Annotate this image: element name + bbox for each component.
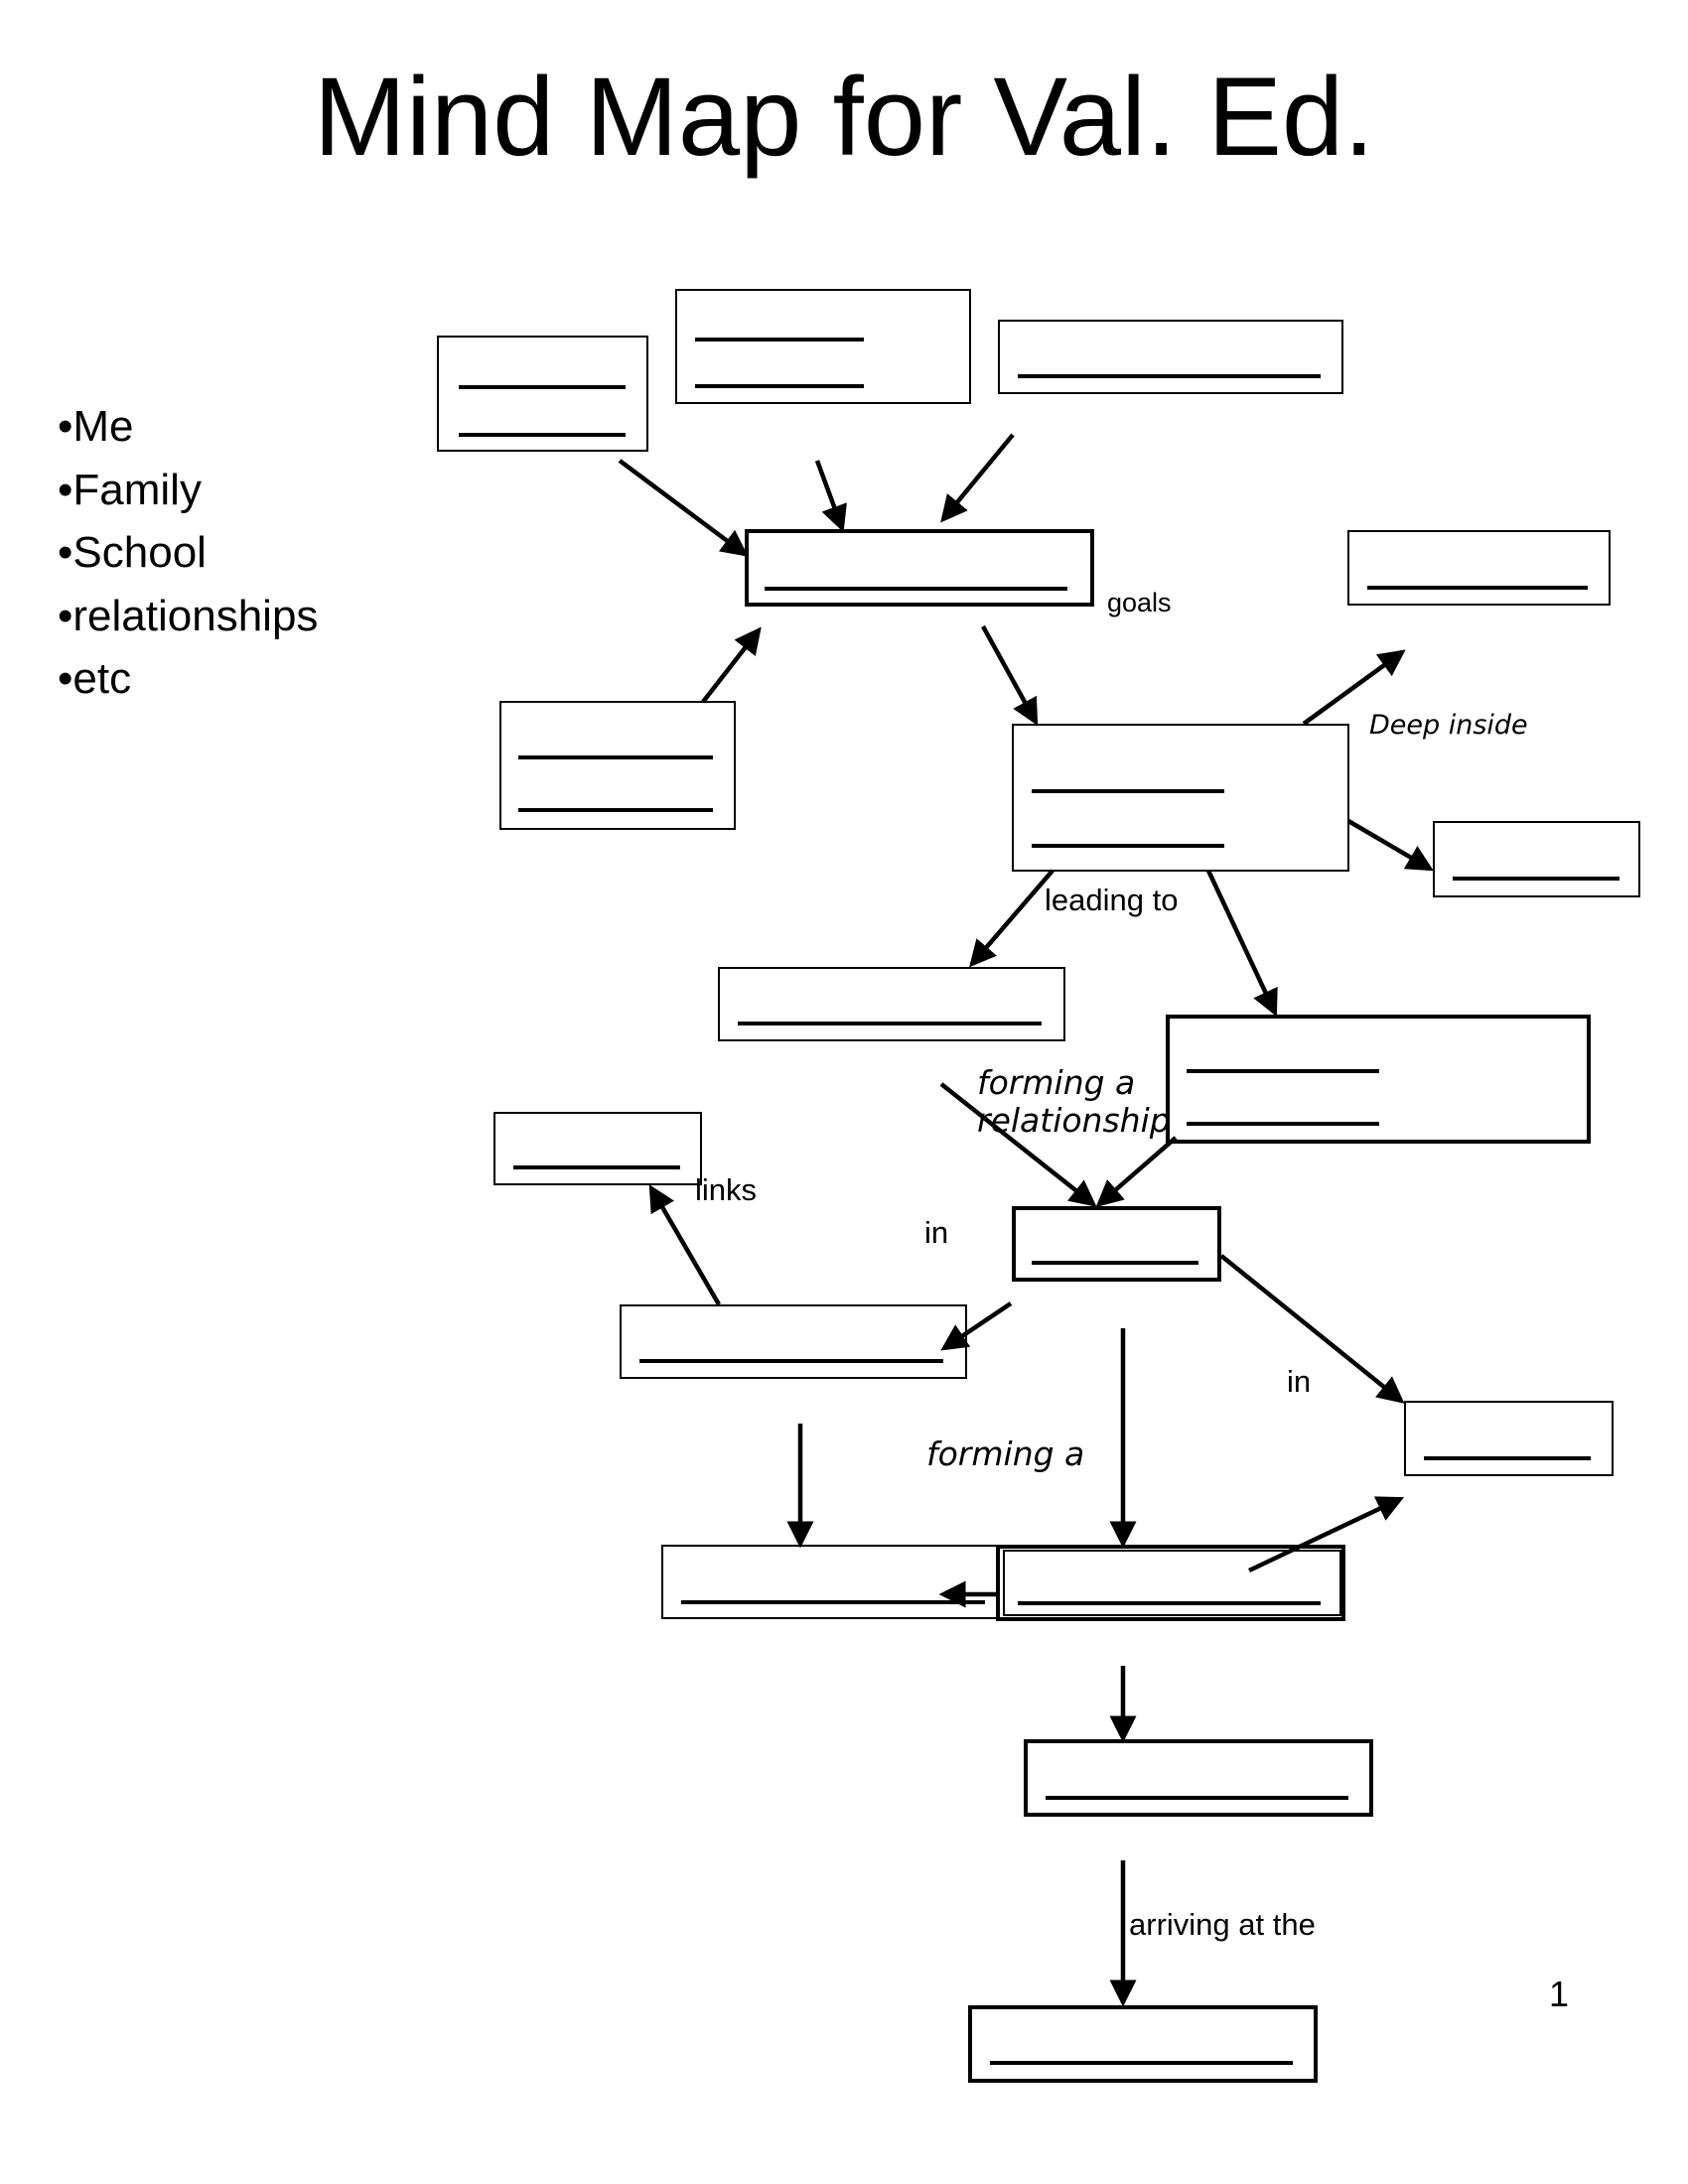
blank-line	[513, 1165, 680, 1169]
box-top-left	[437, 336, 648, 452]
blank-line	[1187, 1122, 1379, 1126]
topic-list: •Me •Family •School •relationships •etc	[58, 395, 318, 711]
arrow	[618, 459, 749, 557]
blank-line	[1424, 1456, 1591, 1460]
blank-line	[1046, 1796, 1348, 1800]
topic-item: •Me	[58, 402, 134, 451]
arrow	[814, 460, 847, 533]
arrow	[940, 1301, 1013, 1351]
blank-line	[1018, 374, 1321, 378]
box-top-right	[998, 320, 1343, 394]
arrow	[701, 626, 762, 704]
page-number: 1	[1549, 1974, 1570, 2014]
blank-line	[518, 755, 713, 759]
arrow	[969, 869, 1055, 968]
label-leading-to: leading to	[1045, 883, 1179, 917]
blank-line	[1018, 1601, 1321, 1605]
arrow	[1205, 870, 1278, 1018]
label-arriving-at-the: arriving at the	[1129, 1907, 1316, 1942]
box-lower-right	[1404, 1401, 1614, 1476]
label-forming-a-relationship-line2: relationship	[977, 1101, 1171, 1140]
arrow	[1248, 1496, 1405, 1573]
topic-item: •etc	[58, 654, 132, 703]
label-links: links	[695, 1172, 758, 1207]
box-lower-left	[620, 1304, 967, 1379]
label-in-right: in	[1287, 1364, 1312, 1399]
topic-item: •School	[58, 528, 207, 577]
blank-line	[459, 433, 626, 437]
blank-line	[695, 338, 864, 341]
blank-line	[518, 808, 713, 812]
blank-line	[990, 2061, 1293, 2065]
box-right-upper	[1347, 530, 1611, 606]
blank-line	[1032, 1261, 1198, 1265]
blank-line	[639, 1359, 943, 1363]
box-goals-center	[745, 529, 1094, 607]
box-leading-left	[718, 967, 1065, 1041]
topic-item: •Family	[58, 465, 202, 514]
arrow	[981, 624, 1039, 726]
blank-line	[1032, 789, 1224, 793]
blank-line	[1367, 586, 1588, 590]
label-in-left: in	[924, 1215, 949, 1250]
topic-item: •relationships	[58, 591, 319, 640]
arrow	[940, 433, 1015, 523]
box-lower-center	[1024, 1739, 1373, 1817]
blank-line	[738, 1022, 1042, 1025]
arrow	[648, 1184, 721, 1306]
box-final	[968, 2005, 1318, 2083]
arrow	[1302, 649, 1406, 726]
blank-line	[459, 385, 626, 389]
label-forming-a-relationship-line1: forming a	[977, 1063, 1136, 1102]
arrow	[939, 1082, 1097, 1207]
page-title: Mind Map for Val. Ed.	[313, 55, 1375, 179]
box-hub	[1012, 1206, 1221, 1282]
blank-line	[1453, 877, 1619, 881]
blank-line	[695, 384, 864, 388]
label-deep-inside: Deep inside	[1369, 710, 1528, 741]
box-right-middle	[1433, 821, 1640, 897]
arrow	[1095, 1136, 1178, 1207]
blank-line	[765, 587, 1067, 591]
box-links	[493, 1112, 702, 1185]
arrow	[1346, 819, 1434, 872]
label-forming-a: forming a	[926, 1434, 1085, 1473]
blank-line	[1187, 1069, 1379, 1073]
blank-line	[681, 1600, 985, 1604]
arrow	[1219, 1254, 1405, 1404]
blank-line	[1032, 844, 1224, 848]
label-goals: goals	[1107, 588, 1172, 617]
